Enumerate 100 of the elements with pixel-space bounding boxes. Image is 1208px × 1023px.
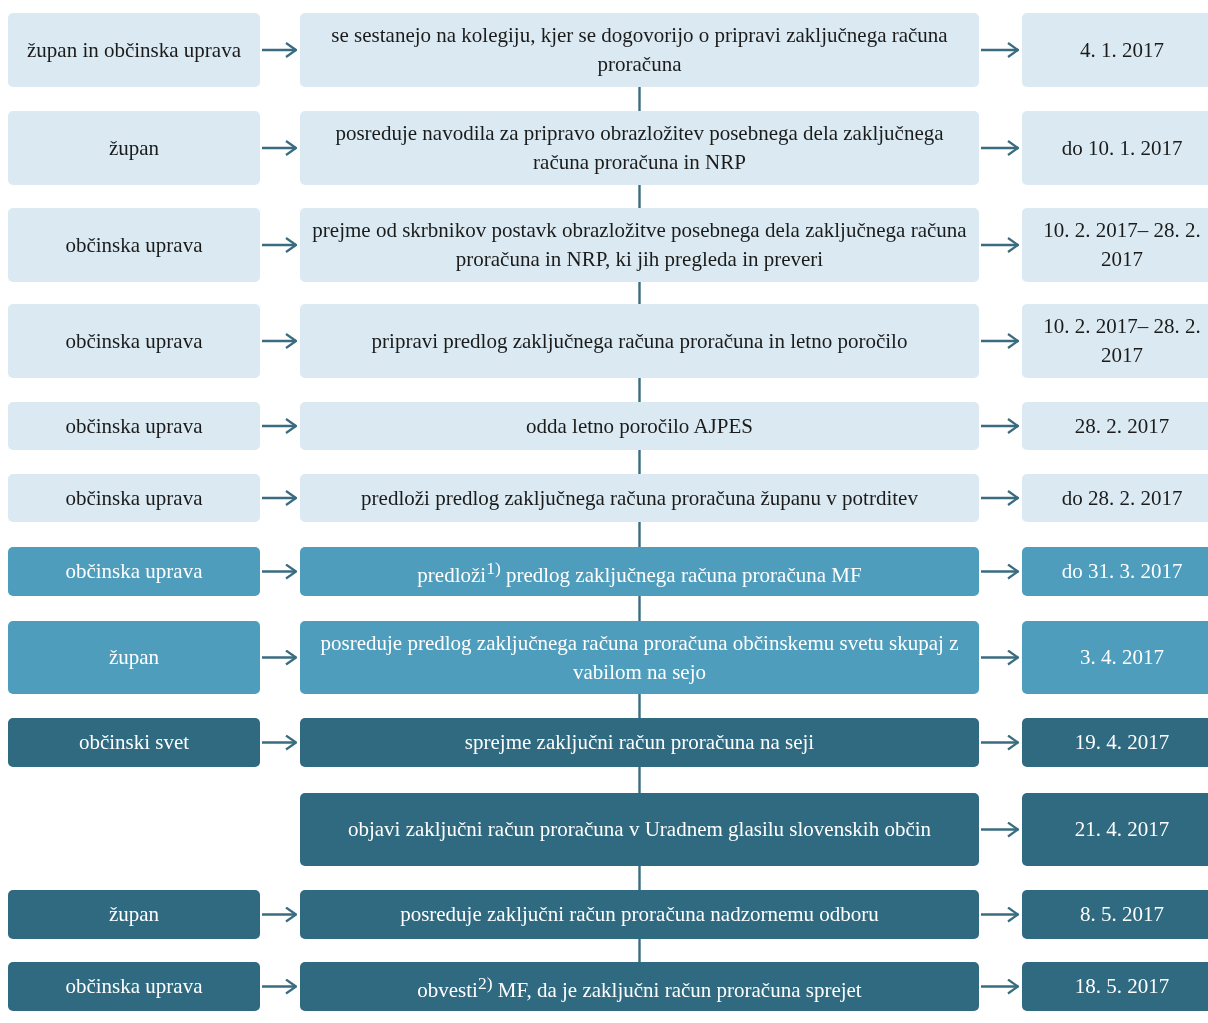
arrow <box>262 417 298 435</box>
box-text: župan <box>108 901 160 928</box>
actor-box <box>8 208 260 282</box>
box-text: 19. 4. 2017 <box>1074 729 1170 756</box>
arrow <box>981 489 1020 507</box>
box-text: 10. 2. 2017– 28. 2. 2017 <box>1042 313 1202 369</box>
arrow <box>262 649 298 666</box>
date-box <box>1022 962 1208 1011</box>
arrow <box>262 489 298 507</box>
box-text: občinska uprava <box>65 484 203 512</box>
step-box <box>300 962 979 1011</box>
arrow <box>981 563 1020 580</box>
box-text: 3. 4. 2017 <box>1080 644 1164 671</box>
box-text: do 10. 1. 2017 <box>1061 134 1183 162</box>
actor-box <box>8 890 260 939</box>
box-text: 21. 4. 2017 <box>1074 816 1170 843</box>
arrow <box>262 236 298 254</box>
box-text: 10. 2. 2017– 28. 2. 2017 <box>1042 217 1202 273</box>
box-text: objavi zaključni račun proračuna v Uradnem glasilu slovenskih občin <box>347 816 932 843</box>
arrow <box>262 41 298 59</box>
connector-line <box>638 694 641 718</box>
arrow <box>262 139 298 157</box>
step-box <box>300 547 979 596</box>
date-box <box>1022 890 1208 939</box>
connector-line <box>638 767 641 793</box>
arrow <box>262 734 298 751</box>
date-box <box>1022 402 1208 450</box>
box-text: občinska uprava <box>65 412 203 440</box>
date-box <box>1022 304 1208 378</box>
arrow <box>981 734 1020 751</box>
arrow <box>262 978 298 995</box>
box-text: 28. 2. 2017 <box>1074 412 1170 440</box>
box-text: 8. 5. 2017 <box>1080 901 1164 928</box>
arrow <box>981 236 1020 254</box>
box-text: občinska uprava <box>65 973 203 1000</box>
box-text: posreduje predlog zaključnega računa proračuna občinskemu svetu skupaj z vabilom na sejo <box>319 629 960 686</box>
arrow <box>981 649 1020 666</box>
actor-box <box>8 962 260 1011</box>
box-text: 18. 5. 2017 <box>1074 973 1170 1000</box>
step-box <box>300 304 979 378</box>
date-box <box>1022 474 1208 522</box>
actor-box <box>8 621 260 694</box>
step-box <box>300 793 979 866</box>
date-box <box>1022 208 1208 282</box>
actor-box <box>8 304 260 378</box>
date-box <box>1022 621 1208 694</box>
arrow <box>981 906 1020 923</box>
box-text: občinska uprava <box>65 327 203 355</box>
step-box <box>300 474 979 522</box>
date-box <box>1022 547 1208 596</box>
box-text: predloži predlog zaključnega računa proračuna županu v potrditev <box>361 484 918 512</box>
step-box <box>300 111 979 185</box>
connector-line <box>638 378 641 402</box>
connector-line <box>638 282 641 304</box>
box-text: župan in občinska uprava <box>27 36 241 64</box>
actor-box <box>8 13 260 87</box>
arrow <box>981 978 1020 995</box>
box-text: posreduje navodila za pripravo obrazložitev posebnega dela zaključnega računa proračuna in NRP <box>334 120 945 176</box>
actor-box <box>8 111 260 185</box>
box-text: občinska uprava <box>65 558 203 585</box>
actor-box <box>8 547 260 596</box>
arrow <box>981 821 1020 838</box>
box-text: predloži$^{1)}$ predlog zaključnega računa proračuna MF <box>417 556 862 589</box>
box-text: župan <box>108 134 160 162</box>
date-box <box>1022 13 1208 87</box>
arrow <box>981 41 1020 59</box>
box-text: občinska uprava <box>65 231 203 259</box>
box-text: obvesti$^{2)}$ MF, da je zaključni račun proračuna sprejet <box>417 971 862 1004</box>
step-box <box>300 718 979 767</box>
arrow <box>262 906 298 923</box>
step-box <box>300 402 979 450</box>
date-box <box>1022 718 1208 767</box>
box-text: občinski svet <box>78 729 190 756</box>
connector-line <box>638 450 641 474</box>
step-box <box>300 208 979 282</box>
connector-line <box>638 522 641 547</box>
step-box <box>300 13 979 87</box>
arrow <box>981 417 1020 435</box>
actor-box <box>8 718 260 767</box>
box-text: se sestanejo na kolegiju, kjer se dogovorijo o pripravi zaključnega računa proračuna <box>330 22 949 78</box>
arrow <box>981 139 1020 157</box>
connector-line <box>638 87 641 111</box>
connector-line <box>638 866 641 890</box>
box-text: 4. 1. 2017 <box>1080 36 1164 64</box>
date-box <box>1022 793 1208 866</box>
step-box <box>300 890 979 939</box>
connector-line <box>638 185 641 208</box>
box-text: odda letno poročilo AJPES <box>526 412 753 440</box>
box-text: župan <box>108 644 160 671</box>
actor-box <box>8 474 260 522</box>
box-text: do 28. 2. 2017 <box>1061 484 1183 512</box>
connector-line <box>638 939 641 962</box>
box-text: do 31. 3. 2017 <box>1061 558 1183 585</box>
box-text: posreduje zaključni račun proračuna nadzornemu odboru <box>400 901 879 928</box>
box-text: prejme od skrbnikov postavk obrazložitve posebnega dela zaključnega računa proračuna in NRP, ki jih pregleda in preveri <box>311 217 968 273</box>
box-text: sprejme zaključni račun proračuna na seji <box>464 729 815 756</box>
box-text: pripravi predlog zaključnega računa proračuna in letno poročilo <box>371 327 908 355</box>
actor-box <box>8 402 260 450</box>
arrow <box>262 563 298 580</box>
connector-line <box>638 596 641 621</box>
